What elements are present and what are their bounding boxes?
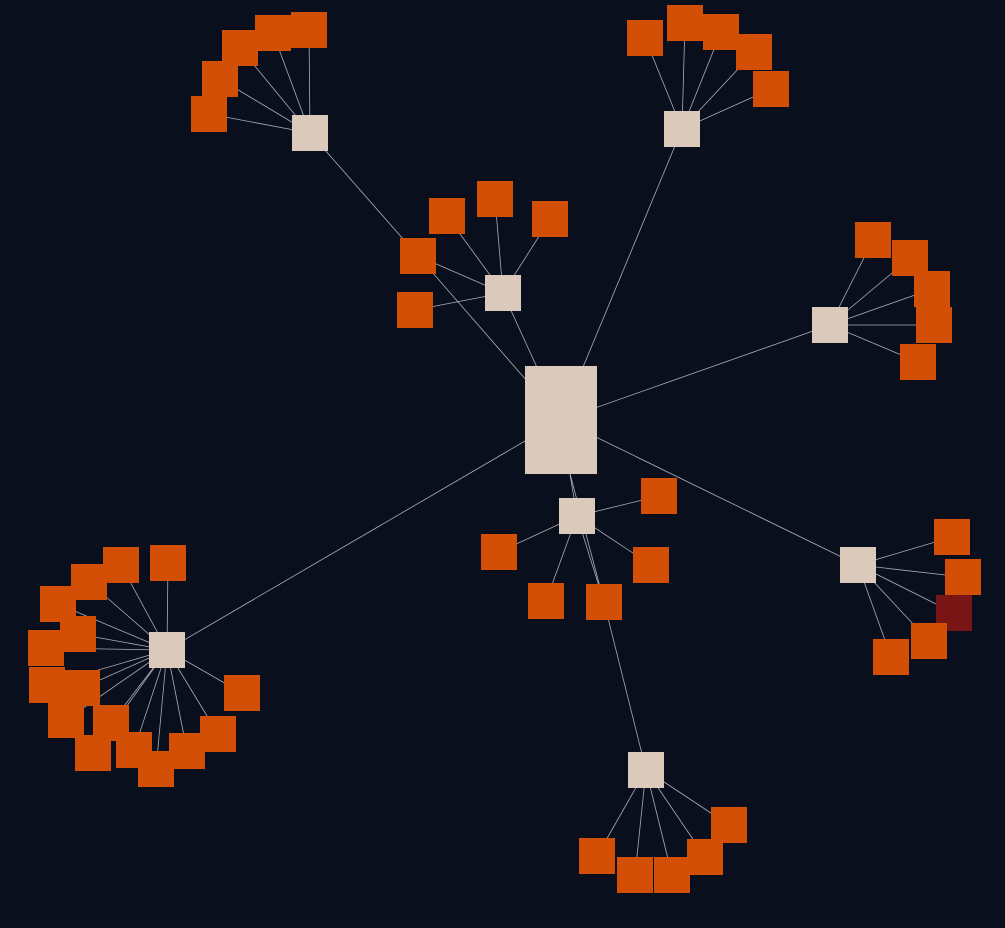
hub-node-hub-lower-right[interactable] <box>840 547 876 583</box>
hub-node-hub-top-left[interactable] <box>292 115 328 151</box>
leaf-node-hub-left-7[interactable] <box>64 670 100 706</box>
hub-node-hub-left[interactable] <box>149 632 185 668</box>
root-node[interactable] <box>525 366 597 474</box>
leaf-node-hub-bottom-3[interactable] <box>617 857 653 893</box>
edge-hub-top-left-bridge <box>309 132 419 257</box>
edge-hub-lower-right-root <box>560 419 859 566</box>
leaf-node-hub-right-0[interactable] <box>855 222 891 258</box>
edge-hub-right-root <box>560 324 831 421</box>
leaf-node-hub-left-8[interactable] <box>48 702 84 738</box>
node-layer <box>28 5 981 893</box>
edge-hub-bottom-bridge <box>603 601 647 771</box>
leaf-node-hub-top-left-2[interactable] <box>222 30 258 66</box>
leaf-node-hub-bottom-1[interactable] <box>687 839 723 875</box>
leaf-node-hub-upper-center-3[interactable] <box>400 238 436 274</box>
hub-node-hub-right[interactable] <box>812 307 848 343</box>
leaf-node-hub-lower-right-0[interactable] <box>934 519 970 555</box>
leaf-node-hub-left-1[interactable] <box>103 547 139 583</box>
leaf-node-hub-left-5[interactable] <box>28 630 64 666</box>
leaf-node-hub-center-1[interactable] <box>481 534 517 570</box>
leaf-node-hub-top-right-1[interactable] <box>667 5 703 41</box>
edge-hub-left-root <box>166 419 562 651</box>
leaf-node-hub-top-left-1[interactable] <box>255 15 291 51</box>
leaf-node-hub-center-2[interactable] <box>633 547 669 583</box>
leaf-node-hub-center-0[interactable] <box>641 478 677 514</box>
leaf-node-hub-top-left-4[interactable] <box>191 96 227 132</box>
leaf-node-hub-lower-right-1[interactable] <box>945 559 981 595</box>
leaf-node-hub-upper-center-1[interactable] <box>477 181 513 217</box>
leaf-node-hub-top-right-4[interactable] <box>753 71 789 107</box>
leaf-node-hub-right-3[interactable] <box>916 307 952 343</box>
leaf-node-hub-top-right-2[interactable] <box>703 14 739 50</box>
leaf-node-hub-bottom-4[interactable] <box>579 838 615 874</box>
leaf-node-hub-lower-right-4[interactable] <box>873 639 909 675</box>
leaf-node-hub-top-right-0[interactable] <box>627 20 663 56</box>
leaf-node-hub-top-left-3[interactable] <box>202 61 238 97</box>
leaf-node-hub-upper-center-2[interactable] <box>532 201 568 237</box>
leaf-node-hub-right-4[interactable] <box>900 344 936 380</box>
hub-node-hub-center[interactable] <box>559 498 595 534</box>
leaf-node-hub-center-4[interactable] <box>586 584 622 620</box>
leaf-node-hub-top-left-0[interactable] <box>291 12 327 48</box>
leaf-node-hub-left-13[interactable] <box>169 733 205 769</box>
leaf-node-hub-center-3[interactable] <box>528 583 564 619</box>
leaf-node-hub-bottom-0[interactable] <box>711 807 747 843</box>
leaf-node-hub-left-0[interactable] <box>150 545 186 581</box>
leaf-node-hub-left-12[interactable] <box>138 751 174 787</box>
leaf-node-hub-left-10[interactable] <box>75 735 111 771</box>
leaf-node-hub-upper-center-0[interactable] <box>429 198 465 234</box>
edge-hub-left-leaf-12 <box>155 649 168 770</box>
hub-node-hub-top-right[interactable] <box>664 111 700 147</box>
leaf-node-hub-left-2[interactable] <box>71 564 107 600</box>
leaf-node-hub-upper-center-4[interactable] <box>397 292 433 328</box>
hub-node-hub-bottom[interactable] <box>628 752 664 788</box>
edge-hub-left-leaf-3 <box>57 603 168 651</box>
leaf-node-hub-right-1[interactable] <box>892 240 928 276</box>
leaf-node-hub-right-2[interactable] <box>914 271 950 307</box>
leaf-node-hub-bottom-2[interactable] <box>654 857 690 893</box>
leaf-node-hub-top-right-3[interactable] <box>736 34 772 70</box>
leaf-node-hub-left-6[interactable] <box>29 667 65 703</box>
edge-bridge2-root <box>568 469 605 603</box>
leaf-node-hub-left-15[interactable] <box>224 675 260 711</box>
leaf-node-hub-left-14[interactable] <box>200 716 236 752</box>
leaf-node-hub-lower-right-3[interactable] <box>911 623 947 659</box>
hub-node-hub-upper-center[interactable] <box>485 275 521 311</box>
leaf-node-hub-left-4[interactable] <box>60 616 96 652</box>
